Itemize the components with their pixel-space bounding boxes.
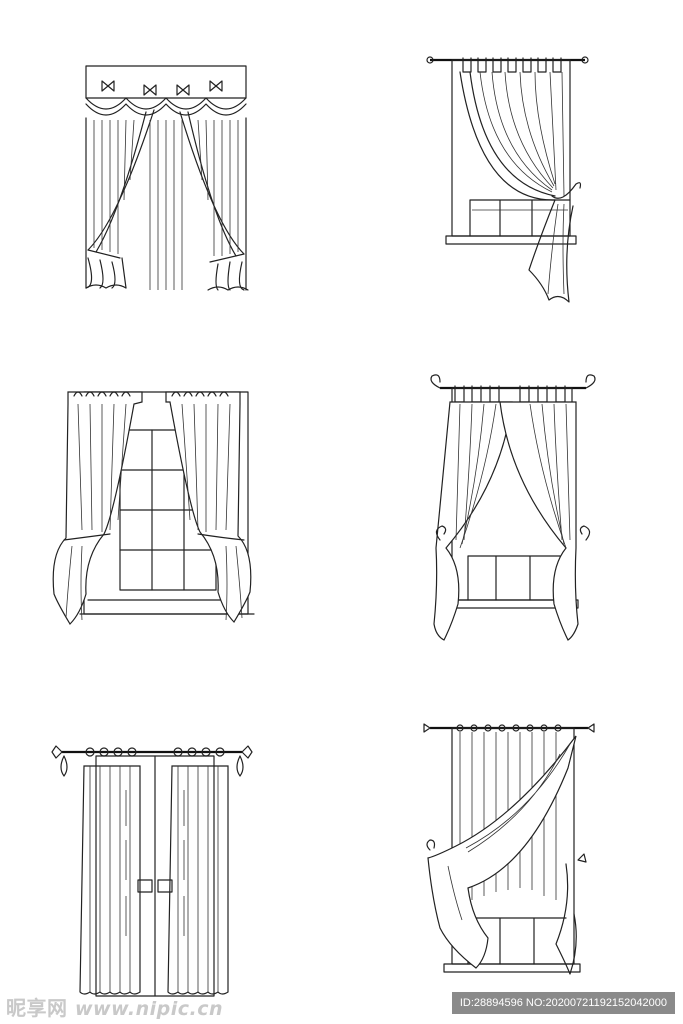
valance-curtain-icon [85,65,249,291]
watermark-id-text: ID:28894596 NO:20200721192152042000 [459,997,667,1009]
tab-top-double-tieback-curtain-icon [430,374,596,641]
watermark-url: www.nipic.cn [74,998,224,1020]
watermark-brand: 昵享网 www.nipic.cn [6,992,223,1021]
watermark-id-badge: ID:28894596 NO:20200721192152042000 [451,992,675,1014]
watermark-brand-name: 昵享网 [6,996,68,1020]
grommet-panel-door-curtain-icon [51,745,253,997]
tab-top-tieback-curtain-icon [426,56,589,303]
pinch-pleat-window-curtain-icon [52,391,255,625]
swag-scarf-curtain-icon [423,723,595,975]
